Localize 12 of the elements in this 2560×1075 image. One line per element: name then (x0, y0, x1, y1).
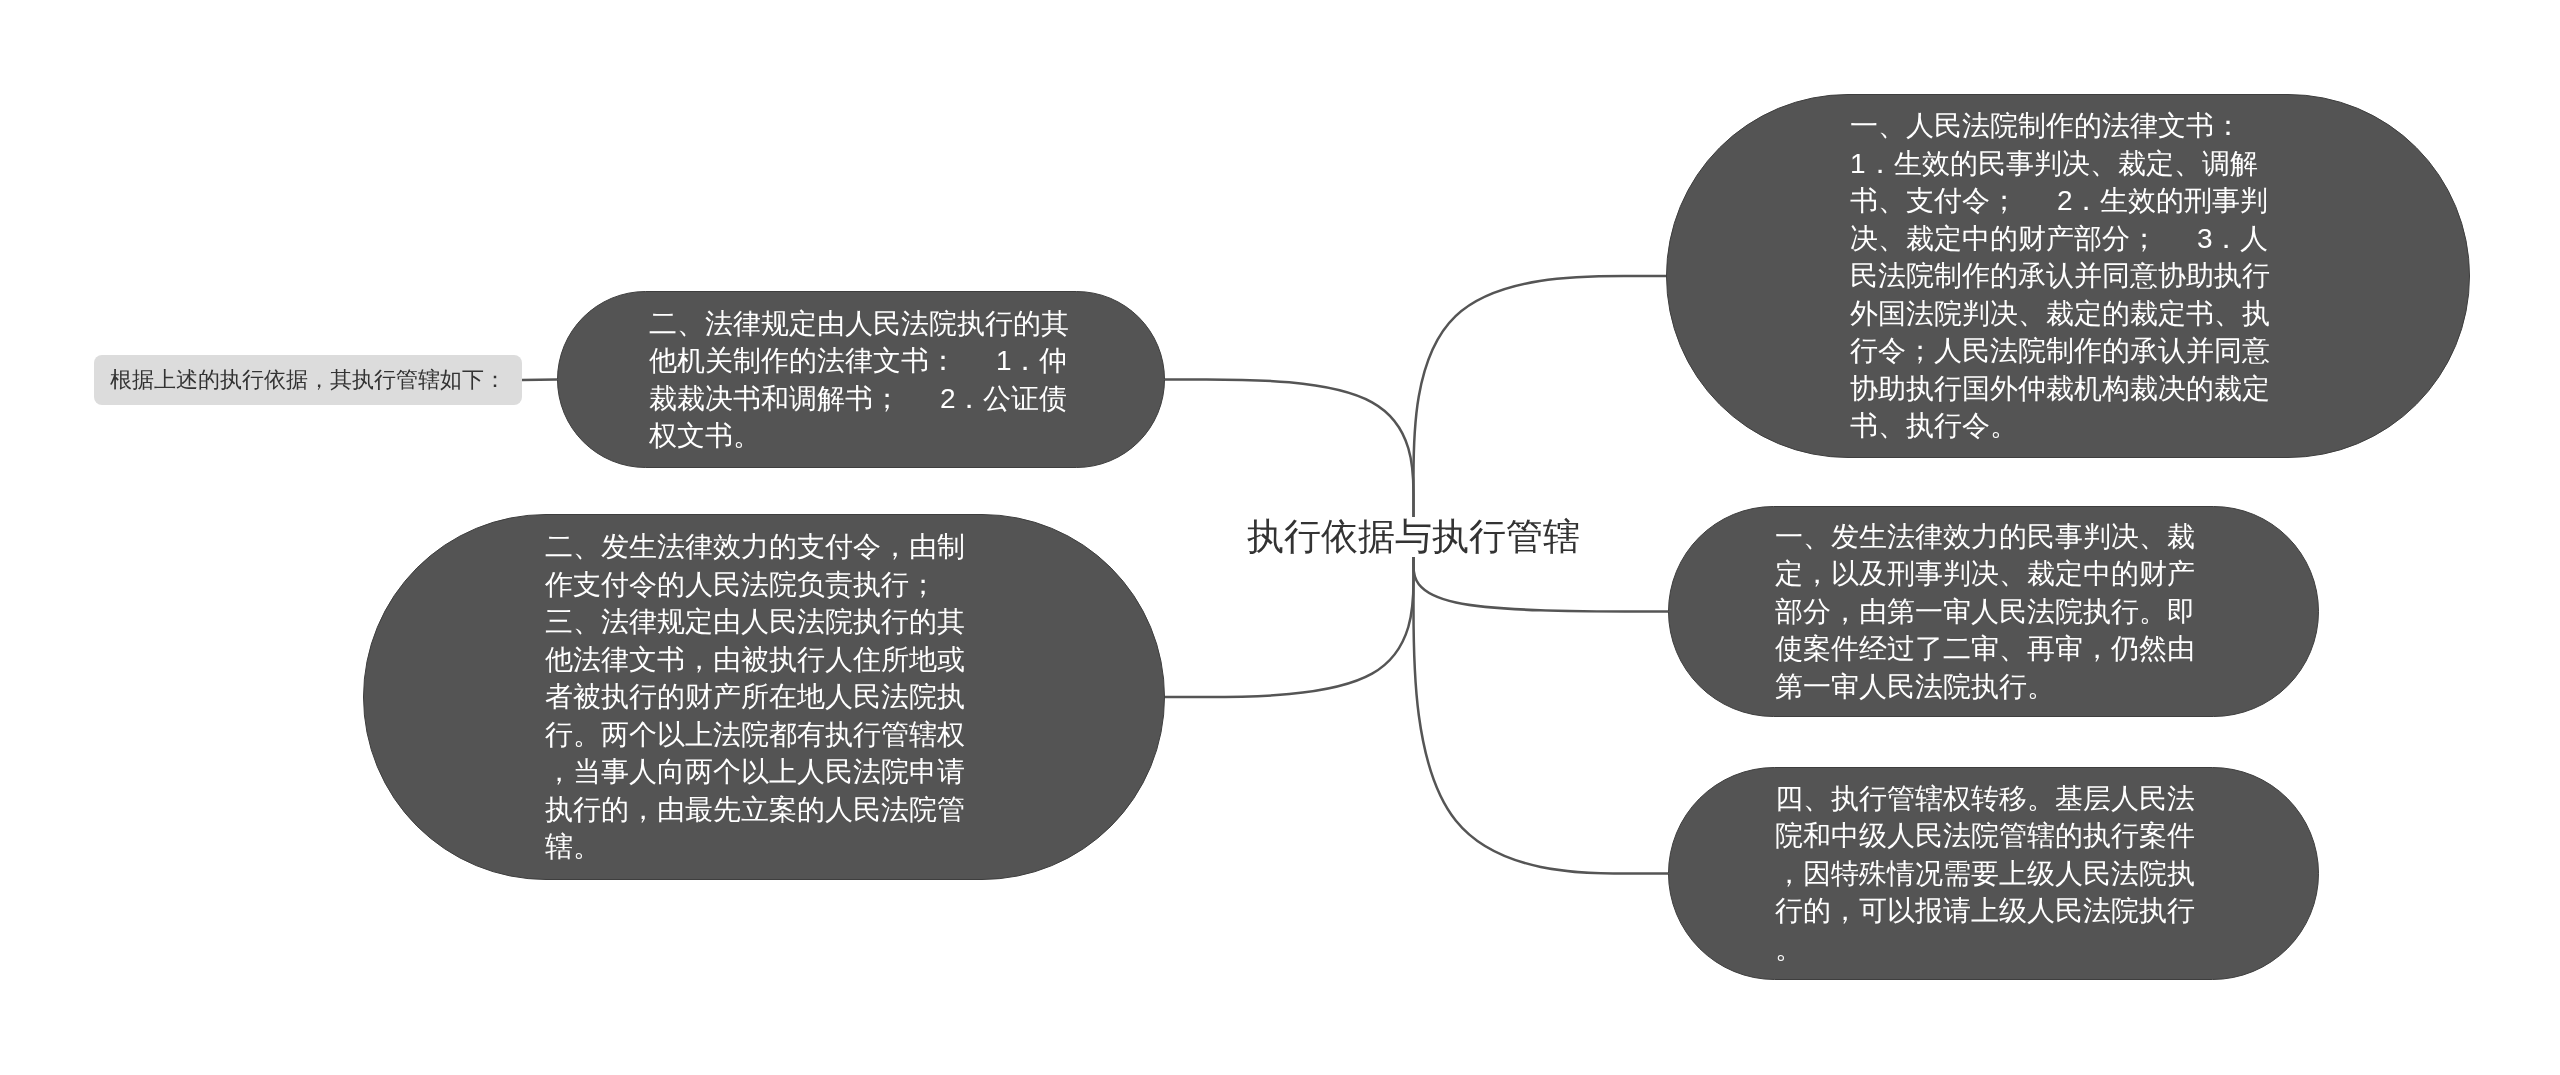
central-topic: 执行依据与执行管辖 (1247, 517, 1580, 557)
note-label: 根据上述的执行依据，其执行管辖如下： (94, 355, 522, 405)
topic-text: 四、执行管辖权转移。基层人民法院和中级人民法院管辖的执行案件，因特殊情况需要上级人民法院执行的，可以报请上级人民法院执行。 (1775, 781, 2196, 966)
connector-line (522, 378, 557, 382)
topic-text: 二、发生法律效力的支付令，由制作支付令的人民法院负责执行； (545, 530, 966, 602)
topic-text: 1．生效的民事判决、裁定、调解书、支付令； 2．生效的刑事判决、裁定中的财产部分； 3．人民法院制作的承认并同意协助执行外国法院判决、裁定的裁定书、执行令；人民法院制作的承认并同意协助执行国外仲裁机构裁决的裁定书、执行令。 (1850, 146, 2271, 444)
topic-text: 一、发生法律效力的民事判决、裁定，以及刑事判决、裁定中的财产部分，由第一审人民法院执行。即使案件经过了二审、再审，仍然由第一审人民法院执行。 (1775, 519, 2196, 704)
topic-text: 三、法律规定由人民法院执行的其他法律文书，由被执行人住所地或者被执行的财产所在地人民法院执行。两个以上法院都有执行管辖权，当事人向两个以上人民法院申请执行的，由最先立案的人民法院管辖。 (545, 605, 966, 865)
topic-text: 二、法律规定由人民法院执行的其他机关制作的法律文书： 1．仲裁裁决书和调解书； 2．公证债权文书。 (649, 306, 1070, 453)
connector-line (1412, 557, 1668, 875)
connector-line (1165, 378, 1415, 517)
topic-text: 一、人民法院制作的法律文书： (1850, 109, 2243, 144)
